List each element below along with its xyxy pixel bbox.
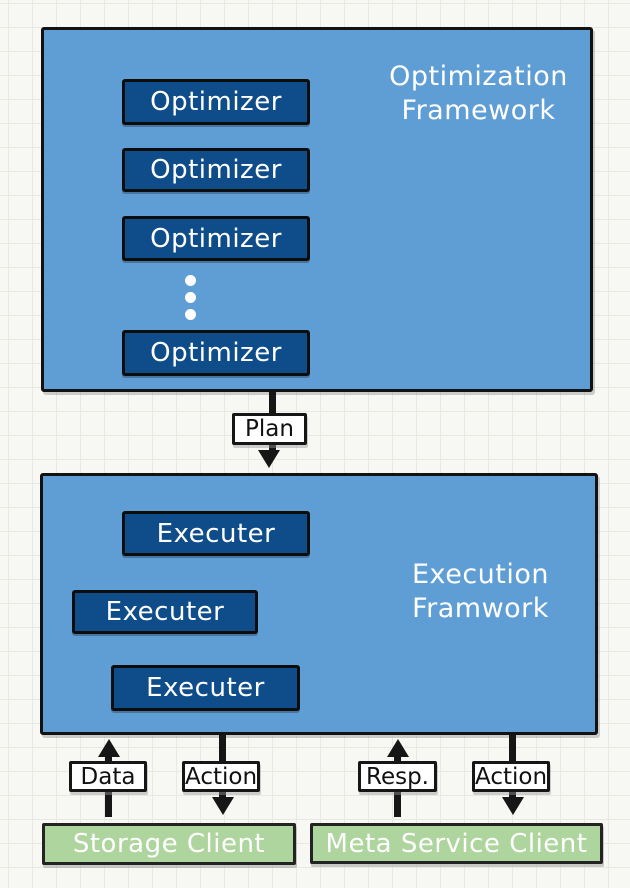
executer-box-3: Executer: [111, 665, 300, 711]
execution-title-line1: Execution: [412, 559, 549, 590]
optimizer-box-2: Optimizer: [122, 148, 310, 192]
dot-icon: [185, 275, 196, 286]
plan-label: Plan: [232, 413, 307, 445]
action-left-label: Action: [182, 761, 260, 792]
execution-framework-title: Execution Framwork: [373, 558, 588, 626]
optimization-title-line2: Framework: [401, 95, 556, 126]
meta-service-client-box: Meta Service Client: [310, 823, 603, 864]
execution-title-line2: Framwork: [412, 593, 549, 624]
optimizer-box-3: Optimizer: [122, 216, 310, 261]
executer-box-2: Executer: [72, 590, 258, 634]
ellipsis-dots-icon: [185, 275, 196, 320]
action-right-arrow-down-icon: [502, 797, 524, 815]
optimization-framework-container: Optimization Framework Optimizer Optimiz…: [41, 27, 593, 392]
dot-icon: [185, 292, 196, 303]
data-arrow-up-icon: [98, 739, 120, 757]
executer-box-1: Executer: [122, 511, 310, 556]
dot-icon: [185, 309, 196, 320]
plan-arrow-down-icon: [258, 450, 280, 468]
resp-arrow-up-icon: [387, 739, 409, 757]
optimization-title-line1: Optimization: [389, 61, 568, 92]
data-label: Data: [69, 761, 147, 792]
storage-client-box: Storage Client: [42, 823, 296, 865]
action-left-arrow-down-icon: [212, 797, 234, 815]
optimizer-box-1: Optimizer: [122, 79, 310, 125]
action-right-label: Action: [472, 761, 550, 792]
optimizer-box-4: Optimizer: [122, 330, 310, 376]
resp-label: Resp.: [358, 761, 437, 792]
execution-framework-container: Execution Framwork Executer Executer Exe…: [40, 473, 598, 735]
optimization-framework-title: Optimization Framework: [356, 60, 601, 128]
